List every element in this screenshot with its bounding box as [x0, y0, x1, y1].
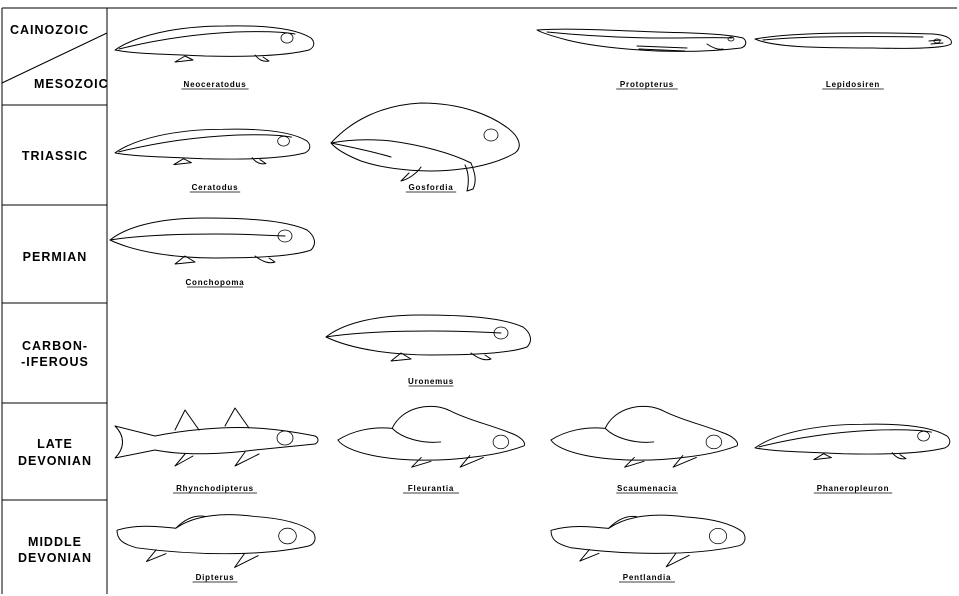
- era-label-cainozoic: CAINOZOIC: [10, 23, 89, 37]
- fish-lepidosiren: [755, 33, 951, 49]
- fish-eye-mark: [493, 435, 509, 449]
- fish-eye-mark: [279, 528, 297, 544]
- fish-gosfordia: [331, 103, 519, 191]
- fish-outline-part: [547, 32, 732, 38]
- fish-protopterus: [537, 29, 746, 51]
- fish-outline-part: [338, 406, 525, 460]
- grid-lines: [2, 8, 957, 594]
- fish-rhynchodipterus: [115, 408, 318, 466]
- fish-outline-part: [580, 550, 599, 562]
- fish-phaneropleuron: [755, 424, 950, 459]
- fish-outline-part: [759, 430, 931, 447]
- fish-eye-mark: [484, 129, 498, 141]
- fish-outline-part: [331, 140, 471, 163]
- fish-outline-part: [326, 315, 530, 355]
- fish-dipterus: [117, 515, 315, 568]
- fish-uronemus: [326, 315, 530, 361]
- fish-label-protopterus: Protopterus: [620, 80, 674, 89]
- fish-outline-part: [412, 457, 431, 467]
- fish-outline-part: [115, 129, 310, 159]
- fish-outline-part: [755, 424, 950, 454]
- fish-ceratodus: [115, 129, 310, 164]
- fish-label-gosfordia: Gosfordia: [409, 183, 454, 192]
- era-label-triassic: TRIASSIC: [22, 149, 88, 163]
- fish-eye-mark: [278, 136, 290, 146]
- fish-outline-part: [225, 408, 249, 428]
- fish-outline-part: [175, 454, 193, 466]
- fish-outline-part: [326, 331, 501, 337]
- fish-outline-part: [814, 454, 832, 460]
- fish-outline-part: [392, 428, 441, 442]
- fish-eye-mark: [281, 33, 293, 43]
- fish-outline-part: [115, 426, 318, 458]
- fish-outline-part: [551, 515, 745, 553]
- fish-eye-mark: [709, 528, 726, 543]
- era-label-permian: PERMIAN: [23, 250, 88, 264]
- fish-outline-part: [551, 406, 738, 460]
- fish-outline-part: [146, 550, 166, 562]
- fish-label-uronemus: Uronemus: [408, 377, 454, 386]
- fish-outline-part: [625, 457, 644, 467]
- fish-outline-part: [763, 36, 923, 40]
- era-label-late: LATE: [37, 437, 73, 451]
- fish-label-ceratodus: Ceratodus: [192, 183, 239, 192]
- fish-outline-part: [119, 32, 295, 49]
- fish-outline-part: [117, 515, 315, 554]
- fish-outline-part: [755, 33, 951, 49]
- fish-fleurantia: [338, 406, 525, 467]
- fish-outline-part: [115, 26, 314, 57]
- fish-scaumenacia: [551, 406, 738, 467]
- fish-label-scaumenacia: Scaumenacia: [617, 484, 677, 493]
- fish-label-fleurantia: Fleurantia: [408, 484, 454, 493]
- fish-label-lepidosiren: Lepidosiren: [826, 80, 880, 89]
- fish-outline-part: [605, 428, 654, 442]
- era-diagonal: [2, 33, 107, 83]
- fish-outline-part: [331, 103, 519, 171]
- fish-outline-part: [175, 56, 193, 62]
- fish-label-rhynchodipterus: Rhynchodipterus: [176, 484, 254, 493]
- fish-outline-part: [707, 44, 723, 49]
- fish-outline-part: [110, 218, 314, 258]
- fish-outline-part: [175, 410, 199, 430]
- fish-outline-part: [666, 553, 689, 566]
- fish-label-phaneropleuron: Phaneropleuron: [817, 484, 890, 493]
- fish-eye-mark: [706, 435, 722, 449]
- fish-label-neoceratodus: Neoceratodus: [184, 80, 247, 89]
- fish-neoceratodus: [115, 26, 314, 62]
- fish-label-pentlandia: Pentlandia: [623, 573, 671, 582]
- fish-pentlandia: [551, 515, 745, 567]
- fish-outline-part: [174, 159, 192, 165]
- fish-eye-mark: [277, 431, 293, 445]
- fish-eye-mark: [918, 431, 930, 441]
- fish-label-dipterus: Dipterus: [196, 573, 235, 582]
- era-label-late-devonian: DEVONIAN: [18, 454, 92, 468]
- era-label-carboniferous-1: CARBON-: [22, 339, 88, 353]
- fish-conchopoma: [110, 218, 314, 264]
- fish-outline-part: [119, 135, 291, 152]
- era-label-mesozoic: MESOZOIC: [34, 77, 109, 91]
- fish-outline-part: [235, 452, 259, 466]
- fish-outline-part: [110, 234, 285, 240]
- era-label-carboniferous-2: -IFEROUS: [21, 355, 89, 369]
- fish-outline-part: [401, 167, 421, 181]
- fish-outline-part: [929, 40, 943, 44]
- era-label-middle: MIDDLE: [28, 535, 82, 549]
- fish-label-conchopoma: Conchopoma: [185, 278, 244, 287]
- era-label-middle-devonian: DEVONIAN: [18, 551, 92, 565]
- fish-outline-part: [235, 554, 259, 568]
- fish-labels: Neoceratodus Protopterus LepidosirenCerato…: [173, 80, 892, 582]
